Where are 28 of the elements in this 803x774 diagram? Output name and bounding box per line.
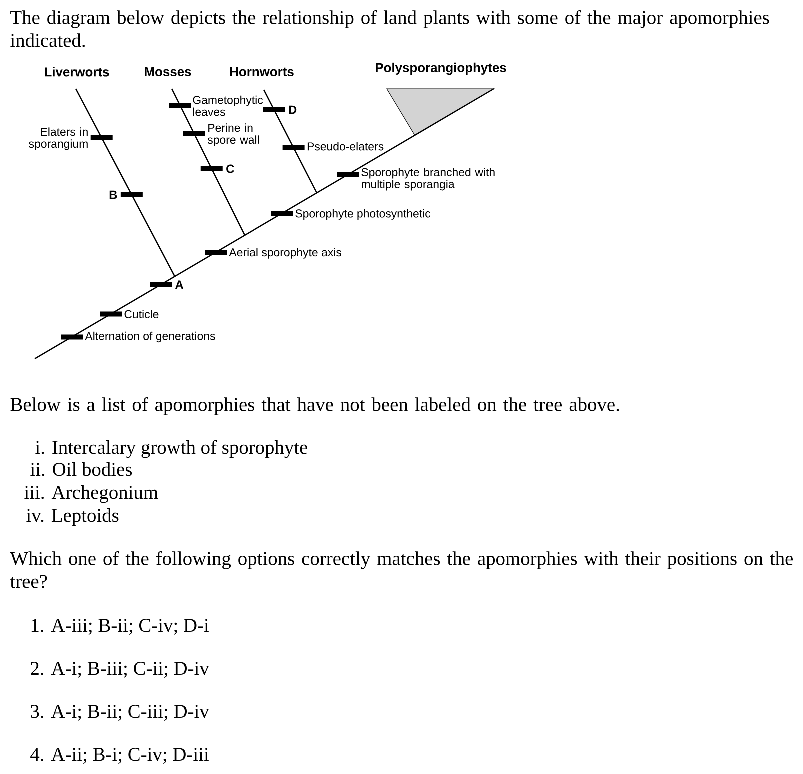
list-item: iii. Archegonium <box>24 486 158 504</box>
apomorphy-label: Pseudo-elaters <box>308 142 384 151</box>
taxon-label: Liverworts <box>45 67 110 77</box>
taxon-label: Polysporangiophytes <box>376 62 506 76</box>
instruction-text: Below is a list of apomorphies that have not been labeled on the tree above. <box>10 397 620 416</box>
apomorphy-label: Elaters in sporangium <box>29 128 88 150</box>
apomorphy-label: Sporophyte branched with multiple sporangia <box>362 168 495 191</box>
taxon-label: Mosses <box>145 67 192 77</box>
question-text: Which one of the following options correctly matches the apomorphies with their positions on the tree? <box>10 551 793 588</box>
apomorphy-label: Cuticle <box>124 310 159 318</box>
apomorphy-label: Perine in spore wall <box>208 124 260 146</box>
taxon-label: Hornworts <box>230 67 294 77</box>
apomorphy-label: Sporophyte photosynthetic <box>296 209 431 220</box>
position-letter: C <box>226 164 234 174</box>
apomorphy-label: Gametophytic leaves <box>193 96 264 116</box>
position-letter: D <box>289 106 297 114</box>
answer-option: 3. A-i; B-ii; C-iii; D-iv <box>31 705 210 721</box>
position-letter: B <box>110 190 118 200</box>
list-item: iv. Leptoids <box>26 508 119 526</box>
answer-option: 1. A-iii; B-ii; C-iv; D-i <box>32 619 209 635</box>
list-item: ii. Oil bodies <box>30 462 132 476</box>
apomorphy-label: Aerial sporophyte axis <box>229 248 342 259</box>
intro-text: The diagram below depicts the relationship of land plants with some of the major apomorphies indicated. <box>10 10 770 48</box>
apomorphy-label: Alternation of generations <box>85 332 216 343</box>
list-item: i. Intercalary growth of sporophyte <box>36 440 308 458</box>
answer-option: 2. A-i; B-iii; C-ii; D-iv <box>31 662 210 678</box>
position-letter: A <box>176 280 184 289</box>
answer-option: 4. A-ii; B-i; C-iv; D-iii <box>30 748 209 764</box>
